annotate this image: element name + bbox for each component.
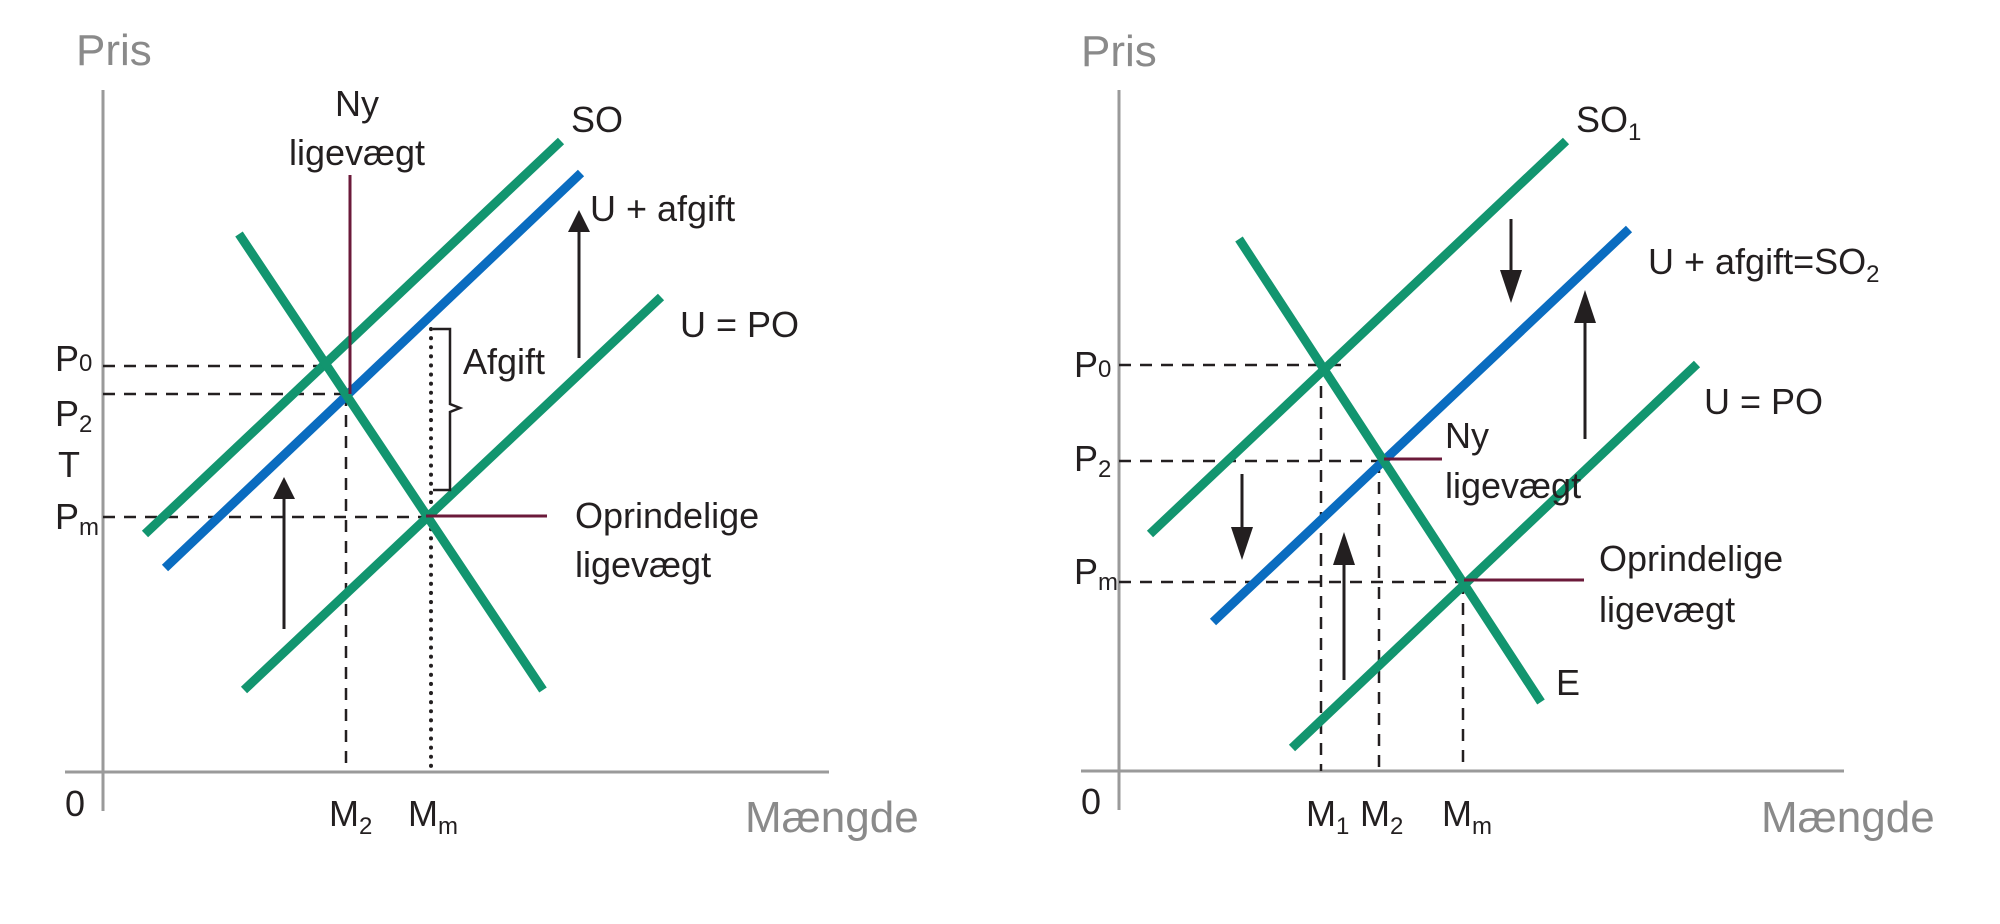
new-equilibrium-label: ligevægt — [289, 132, 425, 173]
arrow-down-icon — [1231, 474, 1253, 560]
upo-curve — [1288, 360, 1701, 752]
upo-label: U = PO — [1704, 381, 1823, 422]
right-diagram: Pris Mængde 0 P0 P2 Pm M1 M2 Mm SO1 U + … — [1074, 27, 1935, 842]
demand-curve — [1235, 236, 1545, 705]
origin-label: 0 — [1081, 781, 1101, 822]
y-axis-title: Pris — [76, 26, 152, 75]
arrow-down-icon — [1500, 219, 1522, 303]
demand-label: E — [1556, 662, 1580, 703]
arrow-up-icon — [1333, 532, 1355, 680]
upo-label: U = PO — [680, 304, 799, 345]
pm-label: Pm — [55, 496, 99, 541]
x-axis-title: Mængde — [745, 793, 919, 842]
mm-label: Mm — [1442, 793, 1492, 840]
afgift-label: Afgift — [463, 341, 545, 382]
pm-label: Pm — [1074, 551, 1118, 596]
mm-label: Mm — [408, 793, 458, 840]
tax-supply-curve — [1209, 225, 1633, 626]
original-equilibrium-label: ligevægt — [1599, 589, 1735, 630]
arrow-up-icon — [273, 477, 295, 629]
tax-curve-label: U + afgift=SO2 — [1648, 241, 1879, 288]
m2-label: M2 — [1360, 793, 1403, 840]
original-equilibrium-label: Oprindelige — [1599, 538, 1783, 579]
tax-supply-curve — [161, 169, 585, 572]
demand-curve — [235, 231, 547, 693]
new-equilibrium-label: ligevægt — [1445, 465, 1581, 506]
p0-label: P0 — [1074, 344, 1111, 385]
so1-curve — [1146, 137, 1570, 538]
original-equilibrium-label: ligevægt — [575, 544, 711, 585]
p0-label: P0 — [55, 338, 92, 379]
so1-label: SO1 — [1576, 99, 1641, 146]
m1-label: M1 — [1306, 793, 1349, 840]
left-diagram: Pris Mængde 0 P0 P2 T Pm M2 Mm SO U + af… — [55, 26, 919, 842]
so-curve — [141, 137, 565, 538]
new-equilibrium-label: Ny — [1445, 415, 1489, 456]
x-axis-title: Mængde — [1761, 793, 1935, 842]
arrow-up-icon — [568, 210, 590, 358]
p2-label: P2 — [55, 393, 92, 438]
tax-curve-label: U + afgift — [590, 188, 735, 229]
origin-label: 0 — [65, 783, 85, 824]
y-axis-title: Pris — [1081, 27, 1157, 76]
m2-label: M2 — [329, 793, 372, 840]
p2-label: P2 — [1074, 438, 1111, 483]
arrow-up-icon — [1574, 290, 1596, 439]
upo-curve — [240, 293, 665, 694]
t-label: T — [58, 444, 80, 485]
so-label: SO — [571, 99, 623, 140]
original-equilibrium-label: Oprindelige — [575, 495, 759, 536]
new-equilibrium-label: Ny — [335, 83, 379, 124]
afgift-brace — [433, 327, 464, 492]
